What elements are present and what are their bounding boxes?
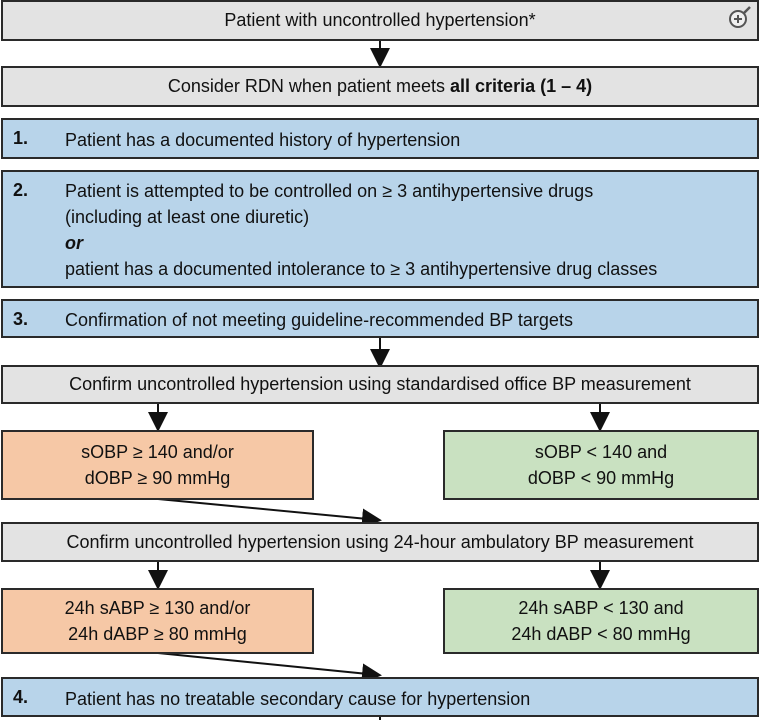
criterion-1: 1. Patient has a documented history of h… [1,118,759,159]
criterion-4: 4. Patient has no treatable secondary ca… [1,677,759,717]
ambulatory-bp-node: Confirm uncontrolled hypertension using … [1,522,759,562]
zoom-in-icon[interactable] [728,6,752,30]
criterion-2-line-3: patient has a documented intolerance to … [65,259,658,279]
office-ok-line-2: dOBP < 90 mmHg [527,468,675,488]
criterion-4-text: Patient has no treatable secondary cause… [65,689,531,709]
ambulatory-high-line-1: 24h sABP ≥ 130 and/or [64,598,251,618]
criterion-3-number: 3. [13,309,29,329]
criterion-3-text: Confirmation of not meeting guideline-re… [65,310,573,330]
start-node-label: Patient with uncontrolled hypertension* [224,10,536,30]
criterion-2: 2. Patient is attempted to be controlled… [1,170,759,288]
criterion-1-text: Patient has a documented history of hype… [65,130,461,150]
arrow-amb-high-to-c4 [157,652,382,684]
ambulatory-high-node: 24h sABP ≥ 130 and/or 24h dABP ≥ 80 mmHg [1,588,314,654]
criterion-2-line-1: Patient is attempted to be controlled on… [65,181,594,201]
arrow-high-to-ambulatory [157,498,382,529]
consider-prefix: Consider RDN when patient meets [167,76,451,96]
consider-rdn-node: Consider RDN when patient meets all crit… [1,66,759,107]
consider-rdn-label: Consider RDN when patient meets all crit… [168,76,592,97]
criterion-1-number: 1. [13,128,29,148]
office-high-line-1: sOBP ≥ 140 and/or [81,442,234,462]
criterion-2-number: 2. [13,180,29,200]
office-high-node: sOBP ≥ 140 and/or dOBP ≥ 90 mmHg [1,430,314,500]
ambulatory-ok-node: 24h sABP < 130 and 24h dABP < 80 mmHg [443,588,759,654]
ambulatory-ok-line-1: 24h sABP < 130 and [518,598,684,618]
office-high-line-2: dOBP ≥ 90 mmHg [84,468,231,488]
criterion-4-number: 4. [13,687,29,707]
office-bp-node: Confirm uncontrolled hypertension using … [1,365,759,404]
start-node: Patient with uncontrolled hypertension* [1,0,759,41]
criterion-2-text: Patient is attempted to be controlled on… [65,178,657,282]
office-ok-line-1: sOBP < 140 and [534,442,668,462]
ambulatory-high-line-2: 24h dABP ≥ 80 mmHg [68,624,247,644]
consider-bold: all criteria (1 – 4) [450,76,593,96]
office-bp-label: Confirm uncontrolled hypertension using … [69,374,691,394]
ambulatory-ok-line-2: 24h dABP < 80 mmHg [511,624,691,644]
criterion-2-line-2: (including at least one diuretic) [65,207,310,227]
criterion-2-or: or [65,233,83,253]
criterion-3: 3. Confirmation of not meeting guideline… [1,299,759,338]
office-ok-node: sOBP < 140 and dOBP < 90 mmHg [443,430,759,500]
ambulatory-bp-label: Confirm uncontrolled hypertension using … [66,531,694,552]
